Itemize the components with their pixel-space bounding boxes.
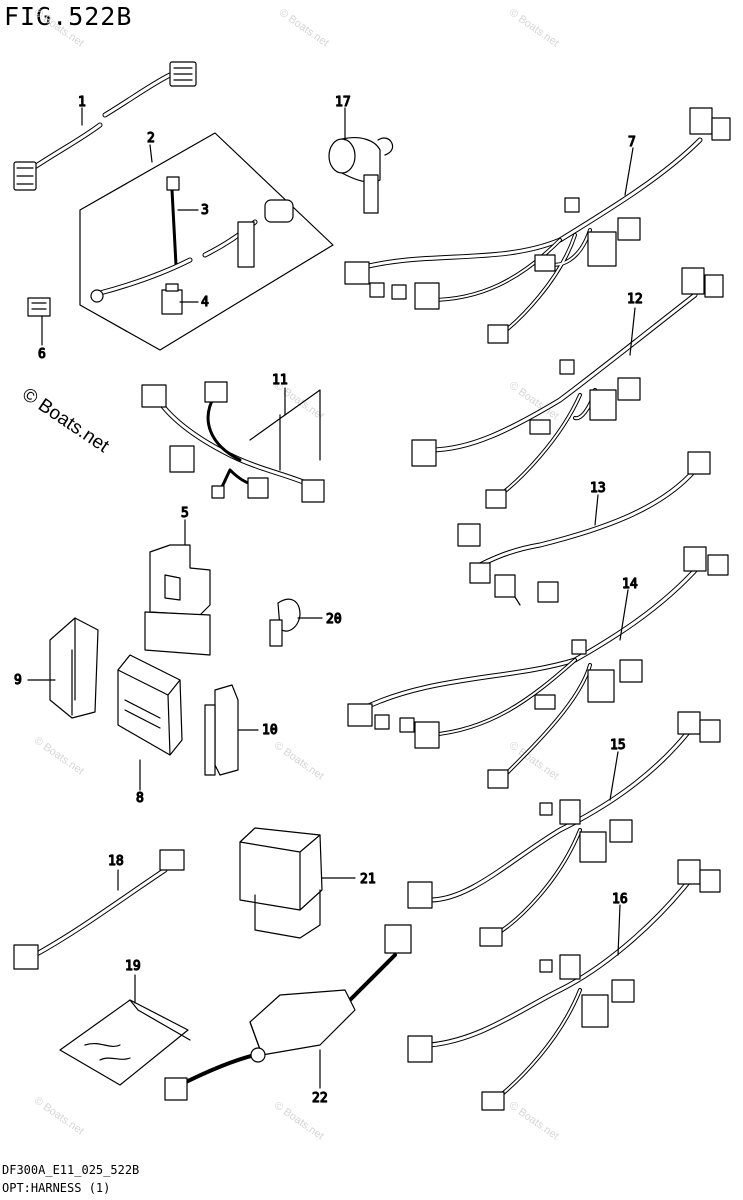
callout-18: 18 xyxy=(108,854,124,869)
part-7-harness[interactable] xyxy=(344,107,731,344)
callout-19: 19 xyxy=(125,959,141,974)
part-20-clamp[interactable] xyxy=(269,598,301,647)
callout-20: 20 xyxy=(326,612,342,627)
part-14-harness[interactable] xyxy=(347,546,729,789)
part-10-bracket[interactable] xyxy=(204,684,239,776)
figure-title: FIG.522B xyxy=(4,2,133,31)
part-15-harness[interactable] xyxy=(407,711,721,947)
callout-numbers: 1 2 3 4 6 17 7 12 11 5 13 14 20 9 10 8 1… xyxy=(13,94,643,1106)
part-13-harness[interactable] xyxy=(457,451,711,606)
leader-lines xyxy=(27,107,636,1089)
part-16-harness[interactable] xyxy=(407,859,721,1111)
part-12-harness[interactable] xyxy=(411,267,724,509)
part-21-module[interactable] xyxy=(239,827,323,939)
callout-12: 12 xyxy=(627,292,643,307)
callout-13: 13 xyxy=(590,481,606,496)
callout-16: 16 xyxy=(612,892,628,907)
part-8-module[interactable] xyxy=(117,654,183,756)
callout-15: 15 xyxy=(610,738,626,753)
callout-10: 10 xyxy=(262,723,278,738)
callout-2: 2 xyxy=(147,131,155,146)
part-11-harness[interactable] xyxy=(141,381,325,503)
callout-6: 6 xyxy=(38,347,46,362)
callout-9: 9 xyxy=(14,673,22,688)
callout-17: 17 xyxy=(335,95,351,110)
part-6-connector[interactable] xyxy=(27,297,51,317)
part-22-filter-harness[interactable] xyxy=(164,924,412,1101)
callout-7: 7 xyxy=(628,135,636,150)
part-17-buzzer[interactable] xyxy=(328,137,394,214)
part-5-cover[interactable] xyxy=(144,544,211,656)
part-18-harness[interactable] xyxy=(13,849,185,970)
part-9-bracket[interactable] xyxy=(49,617,99,719)
part-19-bag[interactable] xyxy=(59,999,191,1086)
footer-code: DF300A_E11_025_522B xyxy=(2,1163,140,1177)
callout-3: 3 xyxy=(201,203,209,218)
footer-caption: OPT:HARNESS (1) xyxy=(2,1181,111,1195)
callout-22: 22 xyxy=(312,1091,328,1106)
callout-5: 5 xyxy=(181,506,189,521)
callout-11: 11 xyxy=(272,373,288,388)
callout-21: 21 xyxy=(360,872,376,887)
callout-1: 1 xyxy=(78,95,86,110)
part-2-kit[interactable] xyxy=(79,132,334,351)
callout-14: 14 xyxy=(622,577,638,592)
callout-8: 8 xyxy=(136,791,144,806)
callout-4: 4 xyxy=(201,295,209,310)
part-1-harness[interactable] xyxy=(13,61,197,191)
